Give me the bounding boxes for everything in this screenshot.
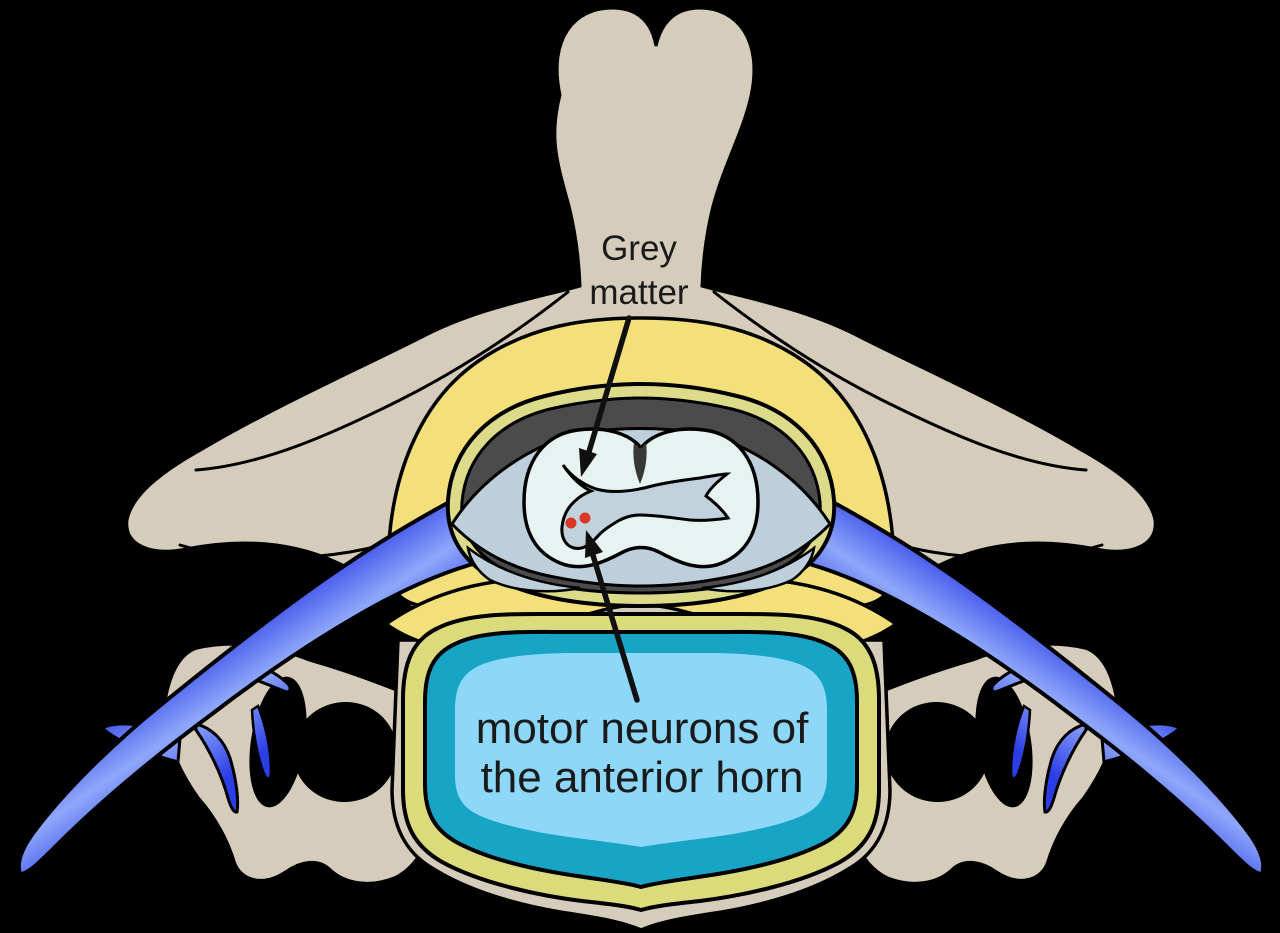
arrow-head [579, 448, 597, 477]
grey-matter [560, 464, 732, 550]
facet-line-upper [194, 290, 570, 472]
grey-matter-arrow [579, 315, 632, 477]
arrow-shaft [589, 549, 640, 703]
csf-band-right [701, 545, 816, 593]
posterior-median-sulcus [633, 442, 647, 484]
motor-neurons-label-line2: the anterior horn [480, 753, 804, 802]
nerve-trunk [16, 488, 483, 877]
csf-band-left [466, 545, 581, 593]
grey-matter-label: Grey matter [589, 227, 688, 315]
grey-matter-label-line1: Grey [601, 229, 677, 268]
arrow-shaft [585, 315, 632, 458]
nerve-strand [250, 704, 273, 780]
arrow-head [585, 530, 603, 558]
motor-neuron-arrow [585, 530, 640, 703]
motor-neurons-label: motor neurons of the anterior horn [476, 704, 809, 802]
left-spinal-nerve [16, 488, 483, 877]
transverse-foramen [293, 701, 397, 803]
grey-matter-label-line2: matter [589, 273, 689, 312]
disc-nucleus [455, 653, 827, 847]
nerve-branch-lower [194, 722, 240, 814]
motor-neurons-label-line1: motor neurons of [475, 704, 809, 753]
motor-neuron-dot [579, 512, 591, 524]
motor-neuron-dot [565, 517, 577, 529]
